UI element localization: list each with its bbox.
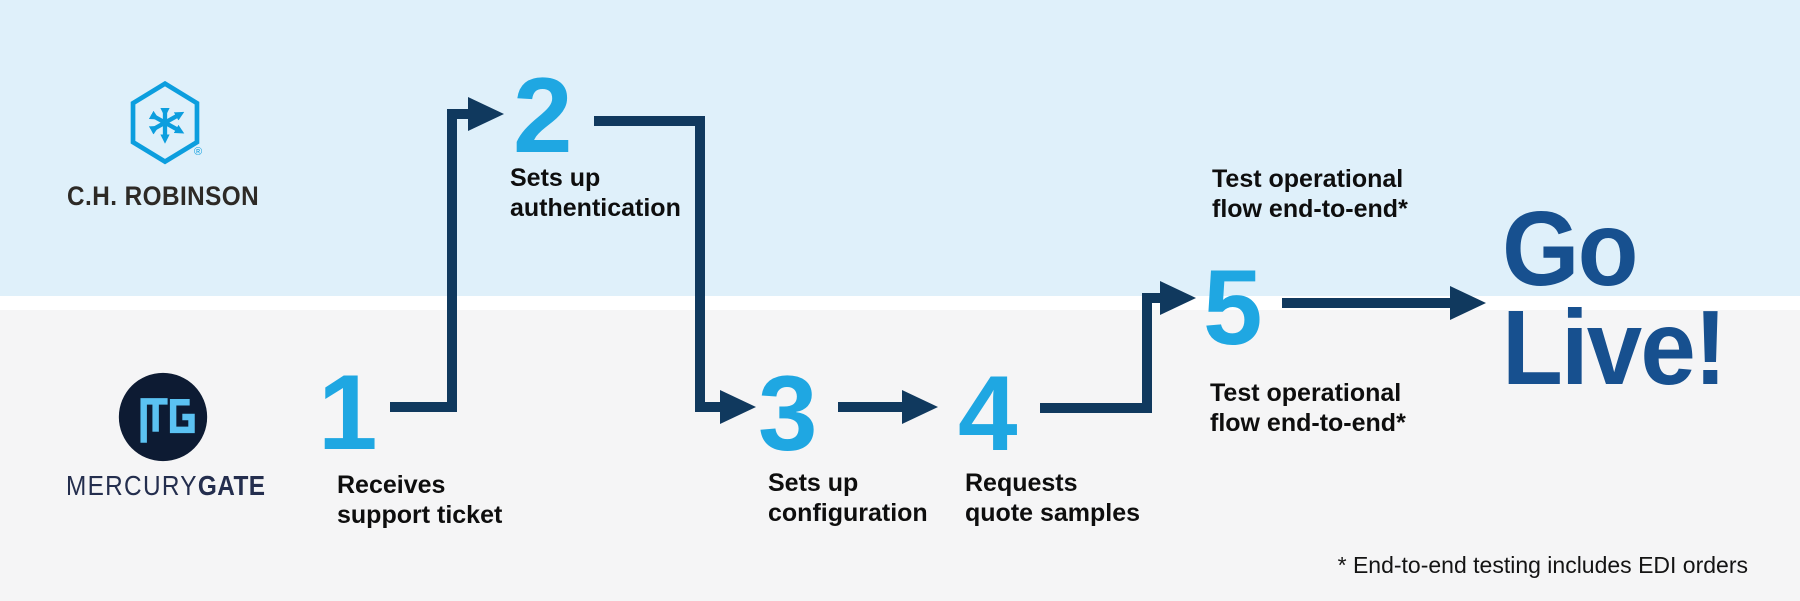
connector-step2-to-step3: [594, 116, 756, 424]
step-5-label-bottom: Test operational flow end-to-end*: [1210, 378, 1406, 438]
step-1-label-line1: Receives: [337, 471, 446, 499]
step-4-number: 4: [958, 353, 1018, 473]
step-5-number: 5: [1203, 247, 1263, 367]
step-2-label-line1: Sets up: [510, 164, 601, 192]
step-5-label-bottom-line1: Test operational: [1210, 379, 1402, 407]
step-2-number: 2: [513, 55, 573, 175]
chrobinson-hexagon-arrows-icon: [130, 81, 200, 165]
step-3-label: Sets up configuration: [768, 468, 928, 528]
step-2-label: Sets up authentication: [510, 163, 681, 223]
chrobinson-wordmark: C.H. ROBINSON: [67, 181, 260, 211]
step-3-label-line1: Sets up: [768, 469, 859, 497]
step-1-number: 1: [318, 352, 378, 472]
step-5-label-bottom-line2: flow end-to-end*: [1210, 409, 1406, 437]
step-5-label-top-line2: flow end-to-end*: [1212, 195, 1408, 223]
step-5-label-top: Test operational flow end-to-end*: [1212, 164, 1408, 224]
connector-step1-to-step2: [390, 97, 504, 412]
go-live-line2: Live!: [1502, 289, 1727, 407]
mercurygate-wordmark: MERCURYGATE: [66, 470, 265, 502]
footnote: * End-to-end testing includes EDI orders: [1337, 552, 1748, 578]
step-1-label: Receives support ticket: [337, 470, 502, 530]
step-2-label-line2: authentication: [510, 194, 681, 222]
mercurygate-mg-monogram-icon: [118, 372, 208, 462]
go-live-line1: Go: [1502, 190, 1638, 308]
step-3-number: 3: [758, 353, 818, 473]
connector-step4-to-step5: [1040, 281, 1196, 413]
step-5-label-top-line1: Test operational: [1212, 165, 1404, 193]
step-4-label-line2: quote samples: [965, 499, 1141, 527]
mercurygate-lane-background: [0, 310, 1800, 601]
step-3-label-line2: configuration: [768, 499, 928, 527]
mercurygate-wordmark-mercury: MERCURY: [66, 470, 198, 501]
mercurygate-wordmark-gate: GATE: [197, 470, 266, 501]
step-4-label: Requests quote samples: [965, 468, 1140, 528]
step-1-label-line2: support ticket: [337, 501, 503, 529]
chrobinson-lane-background: [0, 0, 1800, 296]
step-4-label-line1: Requests: [965, 469, 1078, 497]
chrobinson-registered-mark: ®: [194, 146, 203, 158]
go-live-text: Go Live!: [1502, 190, 1727, 407]
